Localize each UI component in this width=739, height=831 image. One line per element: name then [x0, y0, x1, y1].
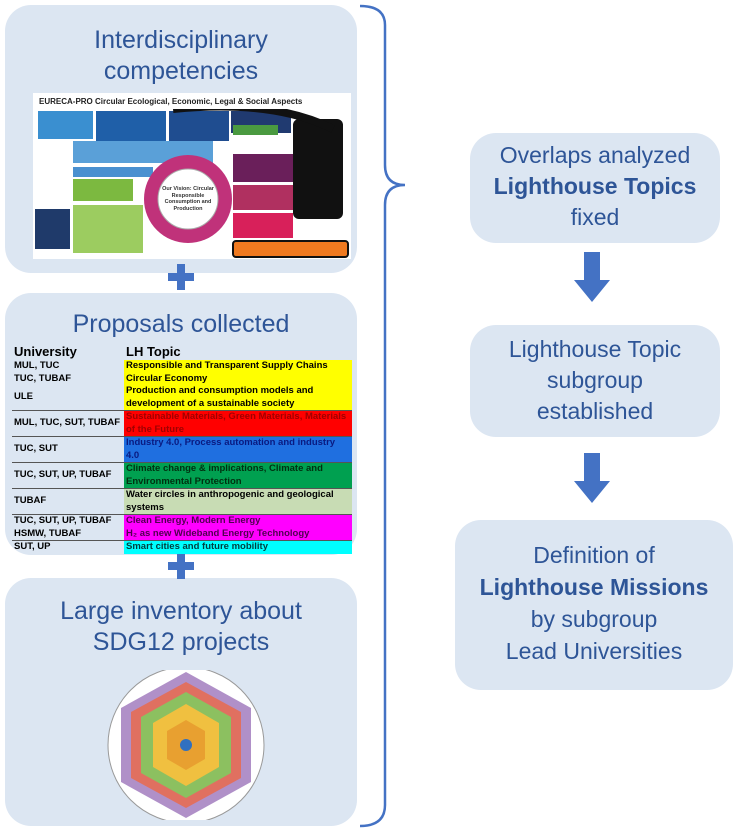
text-bold: Lighthouse Topics — [493, 173, 697, 199]
university-cell: MUL, TUC — [14, 360, 60, 371]
university-cell: SUT, UP — [12, 540, 124, 554]
arrow-down-icon — [574, 453, 610, 503]
topic-cell: Sustainable Materials, Green Materials, … — [124, 410, 352, 437]
subgroup-box: Lighthouse Topic subgroup established — [470, 325, 720, 437]
figure-caption: EURECA-PRO Circular Ecological, Economic… — [39, 97, 303, 106]
topic-cell: Industry 4.0, Process automation and ind… — [124, 436, 352, 463]
text-bold: Lighthouse Missions — [479, 574, 709, 600]
figure-center-text: Our Vision: Circular Responsible Consump… — [162, 186, 214, 212]
table-row: TUC, TUBAF Circular Economy — [12, 372, 352, 385]
topic-cell: Responsible and Transparent Supply Chain… — [124, 360, 352, 373]
topic-cell: H₂ as new Wideband Energy Technology — [124, 527, 352, 541]
table-row: HSMW, TUBAF H₂ as new Wideband Energy Tec… — [12, 527, 352, 541]
topic-cell: Smart cities and future mobility — [124, 540, 352, 554]
sdg12-projects-hexmap — [107, 670, 265, 820]
topic-cell: Circular Economy — [124, 372, 352, 385]
text: Overlaps analyzed — [499, 142, 691, 168]
text: by subgroup — [530, 606, 658, 632]
header-lh-topic: LH Topic — [126, 344, 181, 359]
proposals-title: Proposals collected — [72, 310, 290, 338]
university-cell: TUBAF — [12, 488, 124, 515]
arrow-down-icon — [574, 252, 610, 302]
university-cell: TUC, TUBAF — [14, 372, 71, 384]
missions-box: Definition of Lighthouse Missions by subgr… — [455, 520, 733, 690]
text: Lighthouse Topic — [508, 336, 682, 362]
competencies-diagram — [35, 109, 349, 258]
table-row: MUL, TUC Responsible and Transparent Supp… — [12, 360, 352, 373]
plus-icon — [168, 264, 194, 290]
university-cell: MUL, TUC, SUT, TUBAF — [12, 410, 124, 437]
topic-cell: Water circles in anthropogenic and geolo… — [124, 488, 352, 515]
university-cell: TUC, SUT, UP, TUBAF — [12, 462, 124, 489]
topic-cell: Climate change & implications, Climate a… — [124, 462, 352, 489]
university-cell: ULE — [14, 391, 33, 403]
text: fixed — [570, 204, 620, 230]
university-cell: HSMW, TUBAF — [14, 527, 82, 539]
plus-icon — [168, 553, 194, 579]
text: established — [536, 398, 654, 424]
eureca-pro-figure: EURECA-PRO Circular Ecological, Economic… — [33, 93, 351, 259]
topic-cell: Production and consumption models and de… — [124, 385, 352, 411]
topic-cell: Clean Energy, Modern Energy — [124, 514, 352, 528]
text: Lead Universities — [505, 638, 683, 664]
university-cell: TUC, SUT, UP, TUBAF — [12, 514, 124, 528]
text: subgroup — [547, 367, 643, 393]
proposals-table: University LH Topic MUL, TUC Responsible a… — [12, 344, 352, 554]
bracket — [359, 4, 406, 828]
table-row: ULE Production and consumption models and… — [12, 385, 352, 411]
university-cell: TUC, SUT — [12, 436, 124, 463]
text: Definition of — [533, 542, 655, 568]
header-university: University — [14, 344, 77, 359]
